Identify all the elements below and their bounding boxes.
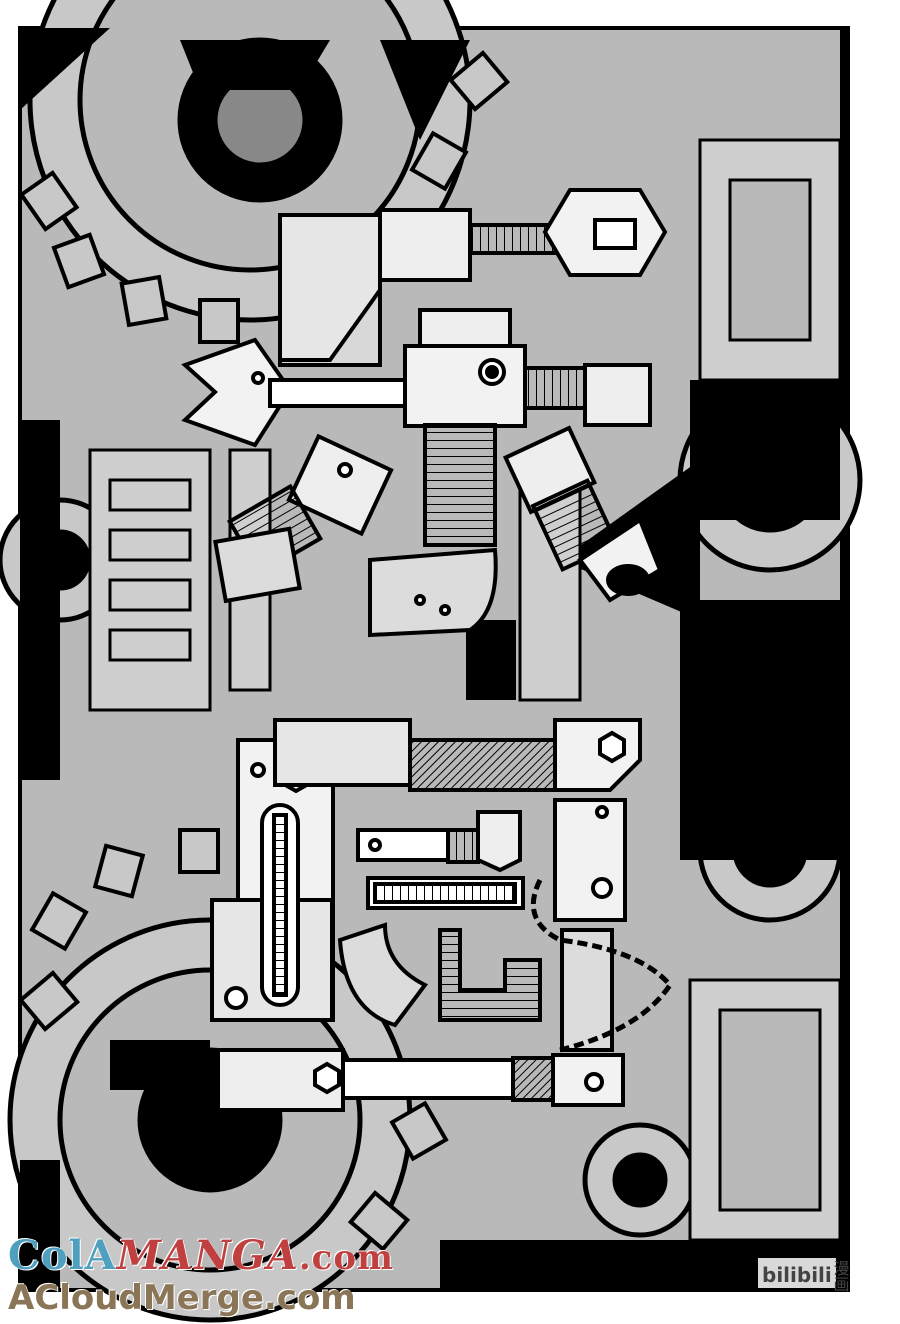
right-frame-strip (840, 28, 850, 1290)
glyph-bottom-tools (210, 718, 674, 1112)
svg-text:漫画: 漫画 (831, 1260, 850, 1292)
svg-text:bilibili: bilibili (762, 1263, 832, 1287)
watermark-manga: MANGA (116, 1232, 299, 1279)
bilibili-logo: bilibili 漫画 (758, 1258, 850, 1292)
glyph-top-tools (181, 188, 668, 638)
dark-accents (20, 28, 840, 1290)
acloudmerge-watermark: ACloudMerge.com (8, 1278, 356, 1318)
watermark-suffix: .com (298, 1238, 395, 1278)
gear-teeth (17, 50, 511, 1252)
watermark-prefix: ColA (8, 1232, 117, 1279)
colamanga-watermark: ColAMANGA.com (8, 1232, 394, 1279)
